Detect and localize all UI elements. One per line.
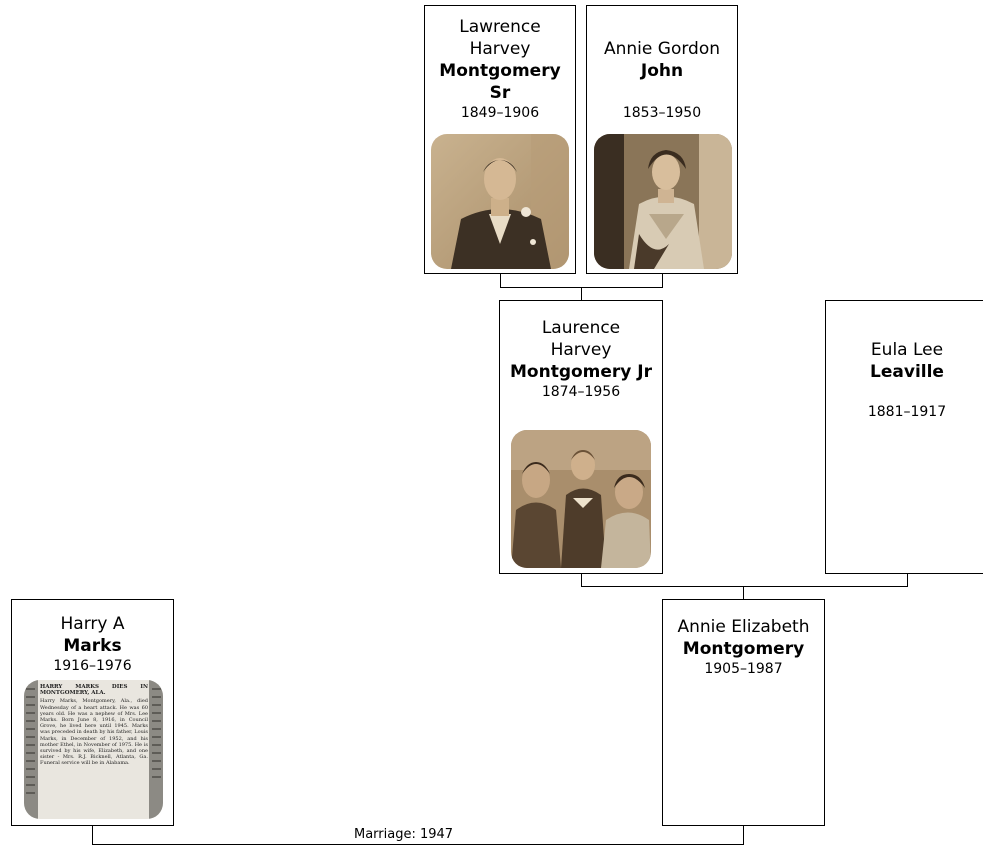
- connector-grandparents-down: [581, 287, 582, 300]
- life-dates: 1905–1987: [704, 661, 783, 677]
- surname: Montgomery Sr: [439, 61, 561, 103]
- life-dates: 1881–1917: [867, 404, 947, 420]
- person-card-harry-marks[interactable]: Harry A Marks 1916–1976 HAR: [11, 599, 174, 826]
- person-card-annie-elizabeth[interactable]: Annie Elizabeth Montgomery 1905–1987: [662, 599, 825, 826]
- connector-parents-down: [743, 586, 744, 599]
- surname: Marks: [63, 636, 122, 656]
- person-card-lawrence-sr[interactable]: Lawrence Harvey Montgomery Sr 1849–1906: [424, 5, 576, 274]
- marriage-label: Marriage: 1947: [352, 827, 456, 842]
- given-name: Eula Lee: [870, 340, 944, 360]
- obituary-text: HARRY MARKS DIES IN MONTGOMERY, ALA. Har…: [40, 684, 148, 767]
- portrait-woman-photo[interactable]: [594, 134, 732, 269]
- obituary-body: Harry Marks, Montgomery, Ala., died Wedn…: [40, 698, 148, 767]
- given-name: Harry A: [60, 614, 125, 634]
- obituary-headline: HARRY MARKS DIES IN MONTGOMERY, ALA.: [40, 684, 148, 697]
- connector-grandparents-left: [500, 274, 501, 287]
- life-dates: 1849–1906: [460, 105, 540, 121]
- person-card-annie-john[interactable]: Annie Gordon John 1853–1950: [586, 5, 738, 274]
- connector-parents-right: [907, 574, 908, 586]
- given-name: Annie Gordon: [604, 39, 720, 59]
- family-group-photo[interactable]: [511, 430, 651, 568]
- surname: Montgomery Jr: [510, 362, 653, 382]
- connector-parents-left: [581, 574, 582, 586]
- connector-parents-bar: [581, 586, 908, 587]
- surname: Leaville: [870, 362, 944, 382]
- surname: Montgomery: [682, 639, 805, 659]
- given-name: Annie Elizabeth: [677, 617, 810, 637]
- person-card-laurence-jr[interactable]: Laurence Harvey Montgomery Jr 1874–1956: [499, 300, 663, 574]
- life-dates: 1853–1950: [622, 105, 702, 121]
- connector-couple-left: [92, 826, 93, 845]
- given-name: Laurence Harvey: [541, 318, 621, 360]
- portrait-man-photo[interactable]: [431, 134, 569, 269]
- connector-couple-right: [743, 826, 744, 845]
- life-dates: 1874–1956: [541, 384, 621, 400]
- person-card-eula-lee[interactable]: Eula Lee Leaville 1881–1917: [825, 300, 983, 574]
- life-dates: 1916–1976: [53, 658, 132, 674]
- connector-grandparents-right: [662, 274, 663, 287]
- newspaper-obituary-photo[interactable]: HARRY MARKS DIES IN MONTGOMERY, ALA. Har…: [24, 680, 163, 819]
- connector-couple-bar: [92, 844, 744, 845]
- given-name: Lawrence Harvey: [459, 17, 541, 59]
- surname: John: [640, 61, 684, 81]
